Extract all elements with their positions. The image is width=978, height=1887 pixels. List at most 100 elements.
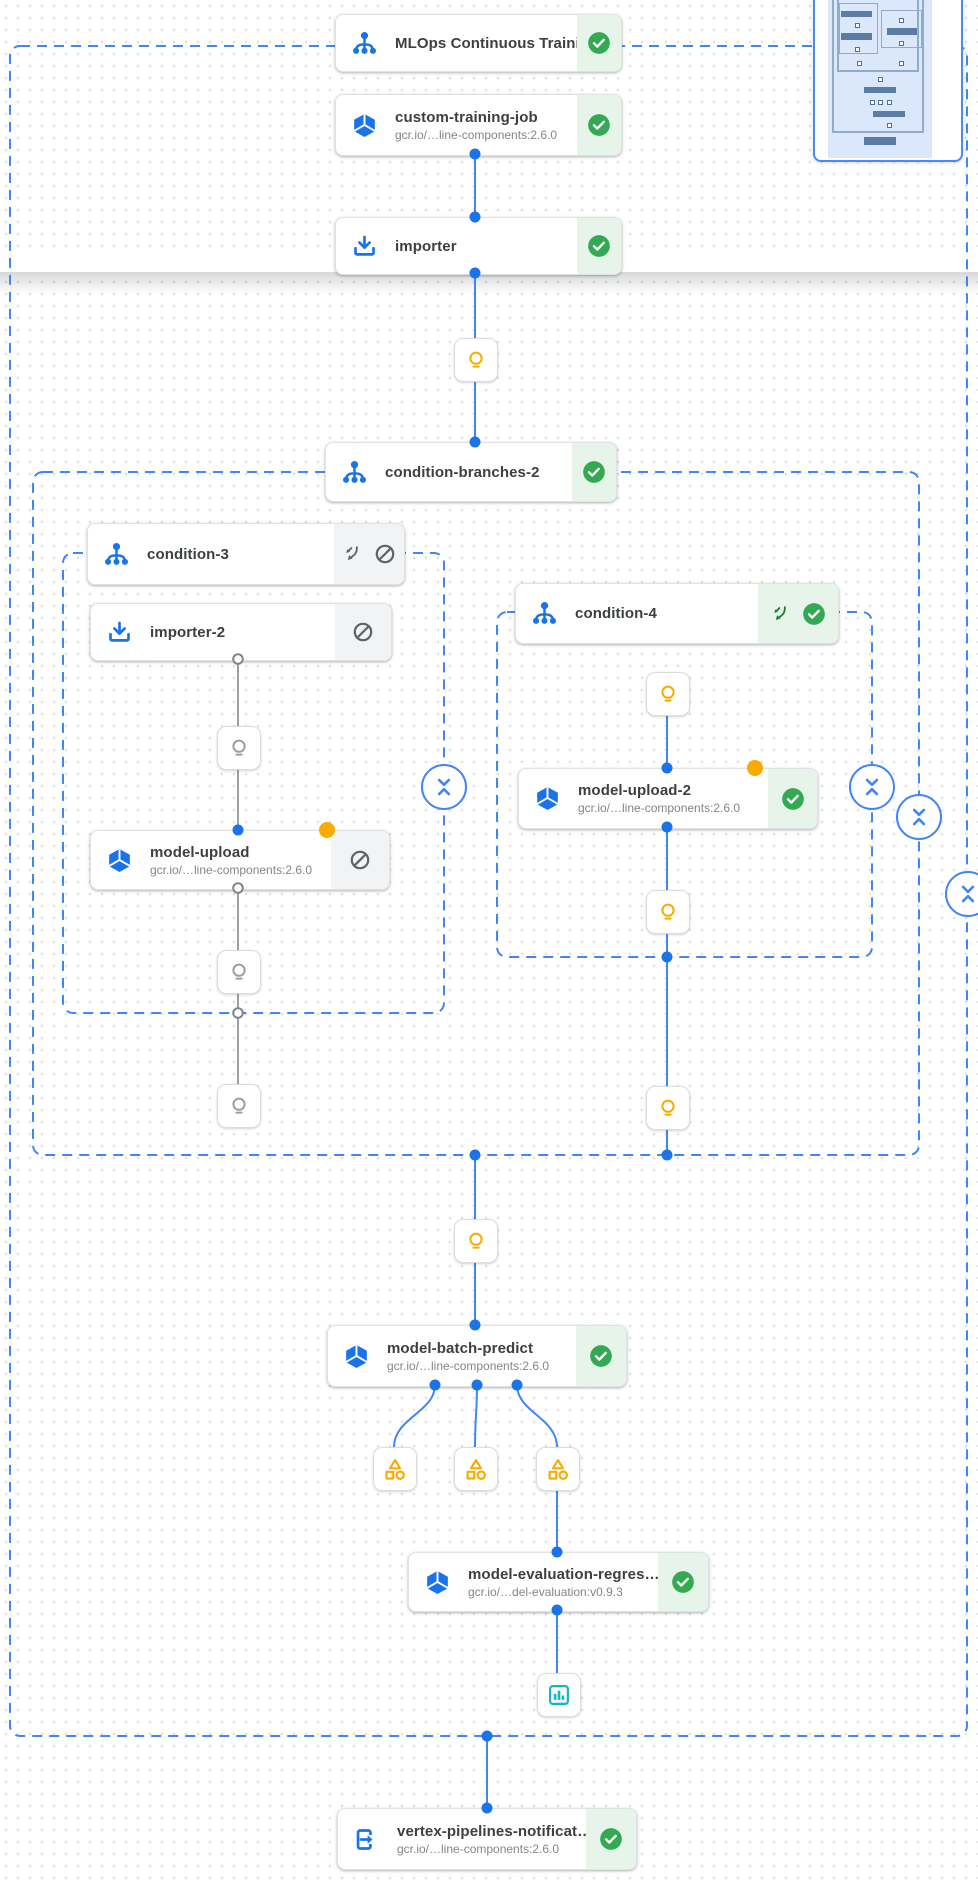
status-success bbox=[572, 443, 616, 501]
status-skipped bbox=[335, 604, 391, 660]
node-model-batch-predict[interactable]: model-batch-predict gcr.io/…line-compone… bbox=[327, 1325, 627, 1387]
status-success bbox=[576, 1326, 626, 1386]
collapse-condition-branches-2-button[interactable] bbox=[896, 794, 942, 840]
artifact-metrics[interactable] bbox=[373, 1447, 417, 1491]
node-text: MLOps Continuous Traini… bbox=[395, 35, 577, 52]
minimap-artifact bbox=[899, 41, 904, 46]
minimap-node bbox=[841, 33, 872, 40]
lightbulb-icon bbox=[464, 1229, 488, 1253]
artifact-lightbulb[interactable] bbox=[646, 1086, 690, 1130]
collapse-condition-3-button[interactable] bbox=[421, 764, 467, 810]
collapse-icon bbox=[906, 804, 932, 830]
check-icon bbox=[586, 30, 612, 56]
check-icon bbox=[670, 1569, 696, 1595]
node-title: condition-branches-2 bbox=[385, 463, 540, 481]
minimap-node bbox=[841, 11, 872, 17]
node-text: importer bbox=[395, 238, 577, 255]
shapes-metrics-icon bbox=[545, 1456, 571, 1482]
minimap-artifact bbox=[855, 47, 860, 52]
node-text: model-upload gcr.io/…line-components:2.6… bbox=[150, 844, 331, 877]
minimap[interactable] bbox=[813, 0, 963, 162]
node-title: MLOps Continuous Traini… bbox=[395, 34, 577, 52]
node-model-upload-2[interactable]: model-upload-2 gcr.io/…line-components:2… bbox=[518, 768, 818, 829]
artifact-lightbulb-skipped[interactable] bbox=[217, 950, 261, 994]
minimap-artifact bbox=[887, 123, 892, 128]
artifact-lightbulb[interactable] bbox=[646, 672, 690, 716]
node-text: model-evaluation-regres… gcr.io/…del-eva… bbox=[468, 1566, 658, 1599]
node-title: condition-3 bbox=[147, 545, 229, 563]
node-model-evaluation-regression[interactable]: model-evaluation-regres… gcr.io/…del-eva… bbox=[408, 1552, 709, 1612]
check-icon bbox=[780, 786, 806, 812]
node-text: vertex-pipelines-notificat… gcr.io/…line… bbox=[397, 1823, 586, 1856]
artifact-lightbulb-skipped[interactable] bbox=[217, 1084, 261, 1128]
lightbulb-icon bbox=[656, 900, 680, 924]
minimap-node bbox=[864, 137, 896, 145]
branch-merge-icon bbox=[342, 543, 364, 565]
node-model-upload[interactable]: model-upload gcr.io/…line-components:2.6… bbox=[90, 830, 390, 890]
status-success bbox=[577, 218, 621, 274]
collapse-icon bbox=[431, 774, 457, 800]
minimap-node bbox=[864, 87, 896, 93]
status-success bbox=[586, 1809, 636, 1869]
node-condition-branches-2[interactable]: condition-branches-2 bbox=[325, 442, 617, 502]
node-mlops-root[interactable]: MLOps Continuous Traini… bbox=[335, 14, 622, 72]
node-title: model-upload bbox=[150, 843, 250, 861]
lightbulb-icon bbox=[227, 1094, 251, 1118]
minimap-node bbox=[873, 111, 905, 117]
node-importer-2[interactable]: importer-2 bbox=[90, 603, 392, 661]
minimap-artifact bbox=[887, 100, 892, 105]
importer-download-icon bbox=[350, 233, 378, 260]
check-icon bbox=[586, 233, 612, 259]
artifact-lightbulb[interactable] bbox=[454, 338, 498, 382]
importer-download-icon bbox=[105, 619, 133, 646]
branch-merge-icon bbox=[770, 603, 792, 625]
minimap-artifact bbox=[857, 61, 862, 66]
lightbulb-icon bbox=[464, 348, 488, 372]
collapse-condition-4-button[interactable] bbox=[849, 764, 895, 810]
node-text: model-batch-predict gcr.io/…line-compone… bbox=[387, 1340, 576, 1373]
node-vertex-pipelines-notification[interactable]: vertex-pipelines-notificat… gcr.io/…line… bbox=[337, 1808, 637, 1870]
node-title: custom-training-job bbox=[395, 108, 538, 126]
artifact-lightbulb-skipped[interactable] bbox=[217, 726, 261, 770]
minimap-node bbox=[887, 28, 917, 35]
node-subtitle: gcr.io/…line-components:2.6.0 bbox=[150, 862, 313, 877]
status-success bbox=[658, 1553, 708, 1611]
artifact-lightbulb[interactable] bbox=[646, 890, 690, 934]
node-condition-3[interactable]: condition-3 bbox=[87, 523, 405, 585]
shapes-metrics-icon bbox=[463, 1456, 489, 1482]
component-cube-icon bbox=[342, 1343, 370, 1370]
collapse-pipeline-button[interactable] bbox=[945, 871, 978, 917]
blocked-icon bbox=[348, 848, 372, 872]
check-icon bbox=[598, 1826, 624, 1852]
component-cube-icon bbox=[350, 112, 378, 139]
node-subtitle: gcr.io/…line-components:2.6.0 bbox=[395, 127, 558, 142]
node-subtitle: gcr.io/…line-components:2.6.0 bbox=[578, 801, 741, 815]
check-icon bbox=[801, 601, 827, 627]
node-title: vertex-pipelines-notificat… bbox=[397, 1822, 586, 1840]
check-icon bbox=[588, 1343, 614, 1369]
node-title: model-evaluation-regres… bbox=[468, 1565, 658, 1583]
status-skipped bbox=[331, 831, 389, 889]
pipeline-condition-icon bbox=[340, 459, 368, 486]
blocked-icon bbox=[351, 620, 375, 644]
node-subtitle: gcr.io/…line-components:2.6.0 bbox=[387, 1358, 550, 1373]
node-custom-training-job[interactable]: custom-training-job gcr.io/…line-compone… bbox=[335, 94, 622, 156]
status-skipped bbox=[334, 524, 404, 584]
collapse-icon bbox=[955, 881, 978, 907]
lightbulb-icon bbox=[227, 736, 251, 760]
node-condition-4[interactable]: condition-4 bbox=[515, 583, 839, 644]
lightbulb-icon bbox=[656, 682, 680, 706]
node-importer[interactable]: importer bbox=[335, 217, 622, 275]
node-text: condition-3 bbox=[147, 546, 334, 563]
component-cube-icon bbox=[105, 847, 133, 874]
bar-chart-icon bbox=[546, 1682, 572, 1708]
minimap-artifact bbox=[878, 100, 883, 105]
node-text: condition-branches-2 bbox=[385, 464, 572, 481]
node-subtitle: gcr.io/…line-components:2.6.0 bbox=[397, 1841, 560, 1856]
node-title: model-upload-2 bbox=[578, 782, 692, 799]
artifact-evaluation-chart[interactable] bbox=[537, 1673, 581, 1717]
artifact-metrics[interactable] bbox=[536, 1447, 580, 1491]
artifact-metrics[interactable] bbox=[454, 1447, 498, 1491]
artifact-lightbulb[interactable] bbox=[454, 1219, 498, 1263]
